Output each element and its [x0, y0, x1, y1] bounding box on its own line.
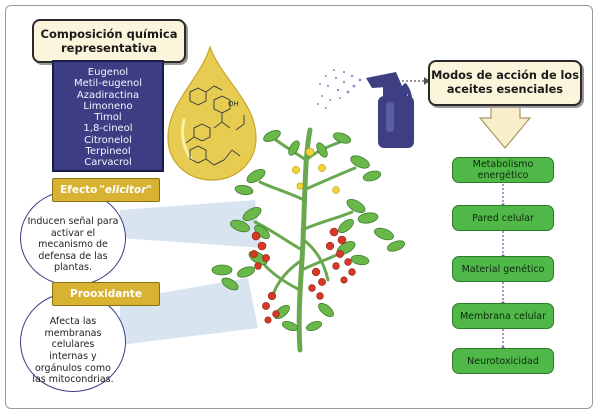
compound-item: Azadiractina: [76, 89, 140, 101]
elicitor-circle: Inducen señal para activar el mecanismo …: [20, 190, 126, 286]
compound-item: 1,8-cineol: [83, 123, 133, 135]
composition-title-line1: Composición química: [40, 27, 178, 41]
prooxidant-desc-line: internas y: [49, 351, 97, 362]
compound-item: Timol: [94, 112, 122, 124]
elicitor-label-italic: "elicitor": [99, 184, 152, 196]
molecule-structures-icon: [185, 85, 245, 166]
compound-item: Terpineol: [85, 146, 131, 158]
modes-title-line2: aceites esenciales: [446, 83, 564, 96]
mode-item-label: Material genético: [461, 263, 545, 275]
elicitor-tag: Efecto"elicitor": [52, 178, 160, 202]
elicitor-desc-line: plantas.: [53, 262, 92, 274]
elicitor-desc-line: defensa de las: [38, 250, 108, 262]
prooxidant-desc-line: celulares: [51, 339, 95, 351]
prooxidant-desc-line: orgánulos como: [35, 362, 111, 374]
prooxidant-desc-line: membranas: [44, 327, 102, 339]
mode-item-neurotoxicity: Neurotoxicidad: [452, 348, 554, 374]
elicitor-projection: [120, 200, 262, 248]
prooxidant-circle: Afecta las membranas celulares internas …: [20, 292, 126, 392]
prooxidant-desc-line: Afecta las: [49, 316, 97, 328]
mode-item-cell-wall: Pared celular: [452, 205, 554, 231]
prooxidant-label: Prooxidante: [70, 288, 142, 300]
compounds-list: Eugenol Metil-eugenol Azadiractina Limon…: [52, 60, 164, 172]
mode-item-label: Neurotoxicidad: [467, 355, 539, 367]
hydroxyl-label: OH: [228, 100, 239, 108]
elicitor-label: Efecto: [60, 184, 98, 196]
compound-item: Carvacrol: [84, 157, 132, 169]
compound-item: Metil-eugenol: [73, 78, 143, 90]
elicitor-desc-line: mecanismo de: [38, 239, 108, 251]
spray-mist-icon: [317, 69, 362, 109]
mode-item-genetic-material: Material genético: [452, 256, 554, 282]
elicitor-desc-line: Inducen señal para: [27, 216, 119, 228]
compound-item: Eugenol: [87, 67, 129, 78]
mode-item-cell-membrane: Membrana celular: [452, 303, 554, 329]
oil-drop-icon: [167, 45, 257, 181]
elicitor-desc-line: activar el: [50, 227, 96, 239]
composition-title-line2: representativa: [61, 41, 157, 55]
compound-item: Citronelol: [84, 134, 132, 146]
sprayer-icon: [366, 72, 414, 148]
compound-item: Limoneno: [83, 100, 133, 112]
modes-title-line1: Modos de acción de los: [431, 69, 579, 82]
mode-item-label: Pared celular: [472, 212, 534, 224]
prooxidant-desc-line: las mitocondrias.: [32, 374, 114, 386]
arrowhead-icon: [424, 77, 430, 85]
mode-item-label: Metabolismo energético: [472, 159, 534, 181]
tomato-plant-icon: [211, 127, 405, 353]
chevron-down-icon: [478, 103, 532, 149]
mode-item-metabolism: Metabolismo energético: [452, 157, 554, 183]
composition-title: Composición química representativa: [32, 19, 186, 63]
prooxidant-tag: Prooxidante: [52, 282, 160, 306]
modes-title: Modos de acción de los aceites esenciale…: [428, 60, 582, 106]
mode-item-label: Membrana celular: [459, 310, 546, 322]
